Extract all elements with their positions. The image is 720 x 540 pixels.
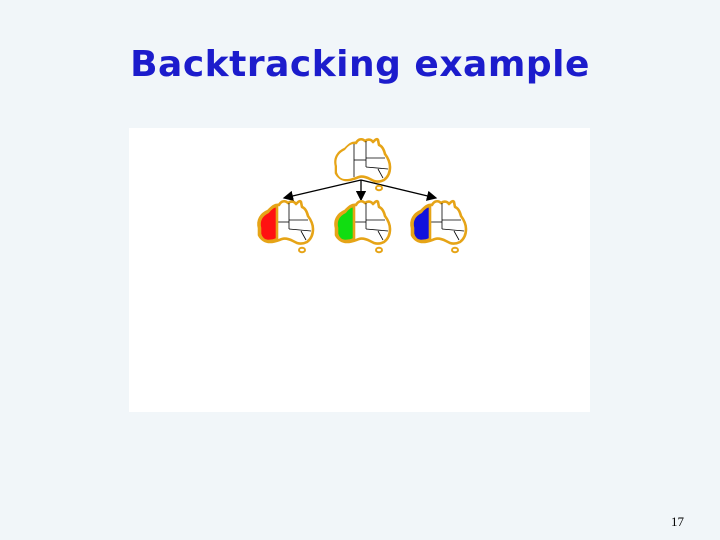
search-tree-svg [257, 137, 468, 254]
australia-map-root [334, 137, 392, 192]
search-tree-figure [129, 128, 590, 412]
tree-edge-left [282, 179, 362, 201]
australia-map-wa-green [334, 199, 392, 254]
australia-map-wa-blue [410, 199, 468, 254]
tree-edge-right [360, 179, 438, 201]
slide-title: Backtracking example [130, 44, 590, 85]
page-number: 17 [671, 514, 684, 529]
australia-map-wa-red [257, 199, 315, 254]
